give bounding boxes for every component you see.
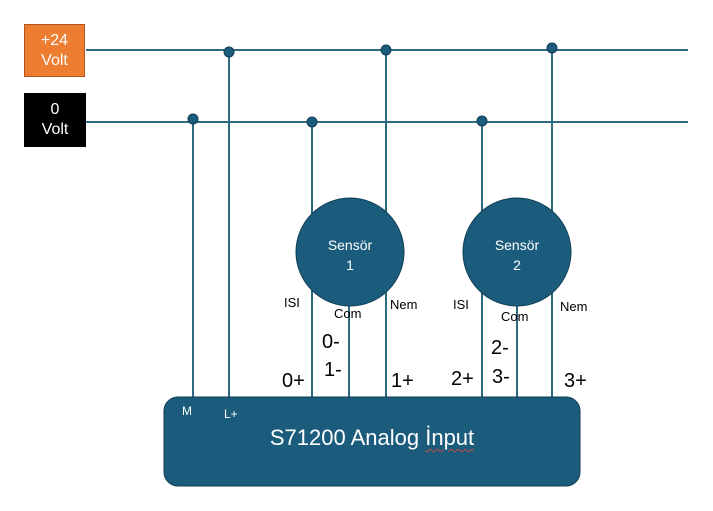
plc-title-part1: S71200 Analog: [269, 425, 426, 450]
plc-pin-m-label: M: [182, 404, 192, 418]
sensor1-label: Sensör 1: [310, 235, 390, 275]
plus24-unit: Volt: [41, 51, 68, 69]
channel-3-minus-label: 3-: [492, 366, 510, 388]
plus24-volt-box: +24 Volt: [24, 24, 85, 77]
channel-0-minus-label: 0-: [322, 331, 340, 353]
junction-dot: [187, 113, 199, 125]
sensor2-label: Sensör 2: [477, 235, 557, 275]
channel-2-plus-label: 2+: [451, 368, 474, 390]
sensor2-nem-label: Nem: [560, 299, 588, 314]
junction-dot: [546, 42, 558, 54]
sensor1-name: Sensör: [327, 237, 373, 253]
zero-value: 0: [50, 101, 60, 118]
channel-2-minus-label: 2-: [491, 337, 509, 359]
sensor1-nem-label: Nem: [390, 297, 418, 312]
sensor1-number: 1: [346, 257, 354, 273]
plc-title: S71200 Analog İnput: [165, 425, 579, 451]
zero-volt-box: 0 Volt: [24, 93, 86, 147]
channel-1-plus-label: 1+: [391, 370, 414, 392]
plc-pin-lplus-label: L+: [224, 407, 238, 421]
zero-unit: Volt: [41, 121, 69, 138]
junction-dot: [380, 44, 392, 56]
channel-3-plus-label: 3+: [564, 370, 587, 392]
sensor1-circle: [295, 197, 405, 307]
sensor2-com-label: Com: [501, 309, 529, 324]
sensor2-name: Sensör: [494, 237, 540, 253]
sensor1-com-label: Com: [334, 306, 362, 321]
plc-box: [163, 396, 581, 487]
channel-0-plus-label: 0+: [282, 370, 305, 392]
sensor1-isi-label: ISI: [284, 295, 300, 310]
junction-dot: [476, 115, 488, 127]
junction-dot: [223, 46, 235, 58]
sensor2-circle: [462, 197, 572, 307]
junction-dot: [306, 116, 318, 128]
plus24-value: +24: [40, 31, 69, 49]
sensor2-isi-label: ISI: [453, 297, 469, 312]
channel-1-minus-label: 1-: [324, 359, 342, 381]
plc-title-part2: İnput: [425, 425, 475, 450]
sensor2-number: 2: [513, 257, 521, 273]
